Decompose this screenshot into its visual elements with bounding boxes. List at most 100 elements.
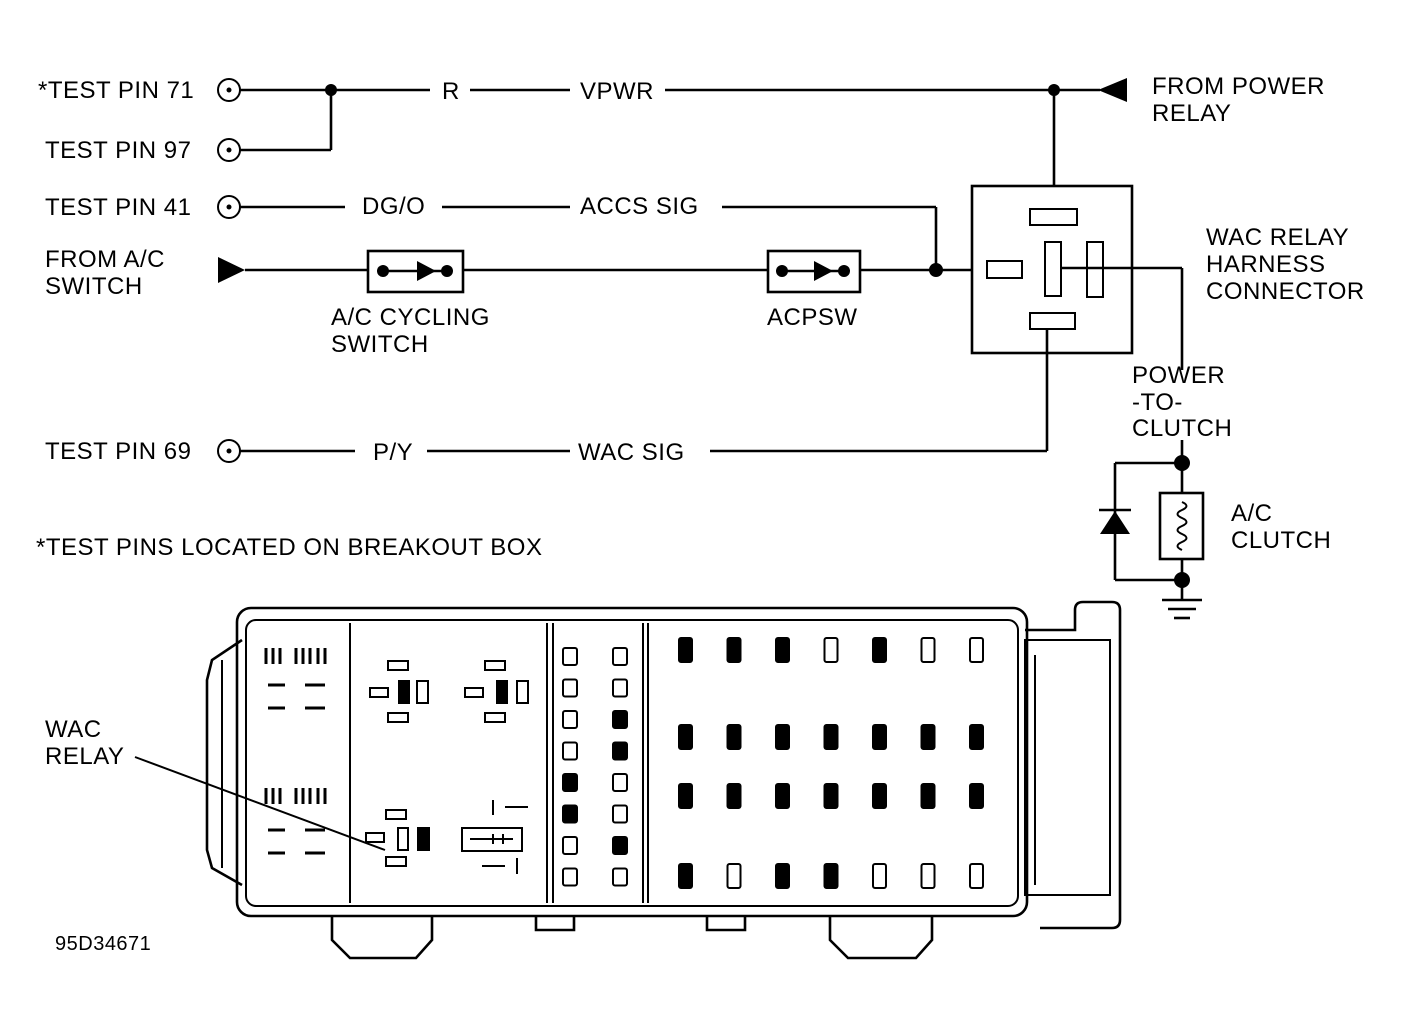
fuse-cavity [872,637,887,663]
ac-cycling-switch-label-1: A/C CYCLING [331,304,490,331]
wire-py-label: P/Y [373,439,413,466]
small-fuse-cavity [562,867,578,887]
fuse-cavity [775,863,790,889]
from-power-relay-arrow [1098,78,1127,102]
wac-relay-cavity [365,809,430,867]
small-fuse-cavity [612,867,628,887]
test-pin-41-label: TEST PIN 41 [45,194,191,221]
left-section-marks [264,648,327,855]
small-fuse-cavity [562,647,578,666]
relay-box [205,600,1122,960]
fuse-cavity [872,724,887,750]
small-fuse-cavity [562,741,578,761]
wac-relay-harness-label-1: WAC RELAY [1206,224,1349,251]
test-pin-69-label: TEST PIN 69 [45,438,191,465]
diode-icon [1100,511,1130,534]
small-fuse-cavity [562,804,578,824]
wac-relay-harness-label-2: HARNESS [1206,251,1326,278]
small-fuse-cavity [612,647,628,666]
small-fuse-cavity [612,678,628,698]
fuse-cavity [969,783,984,809]
small-fuse-cavity [562,710,578,729]
small-fuse-cavity [562,773,578,792]
figure-id: 95D34671 [55,933,151,955]
small-fuse-cavity [612,836,628,855]
from-ac-switch-label-1: FROM A/C [45,246,165,273]
acpsw-label: ACPSW [767,304,858,331]
ac-clutch-label-1: A/C [1231,500,1273,527]
small-fuse-cavity [562,836,578,855]
wac-relay-harness-connector [970,184,1134,355]
ac-switch-circuit [218,257,987,283]
accs-sig-circuit [240,205,938,270]
wire-vpwr-label: VPWR [580,78,654,105]
wac-relay-label-2: RELAY [45,743,124,770]
from-ac-switch-arrow [218,257,245,283]
fuse-cavity [920,863,936,889]
vpwr-circuit [240,78,1127,186]
test-pin-71-symbol [217,78,241,102]
power-to-clutch-label-1: POWER [1132,362,1225,389]
fuse-cavity [823,637,839,663]
from-power-relay-label-2: RELAY [1152,100,1231,127]
test-pin-41-symbol [217,195,241,219]
fuse-cavity [775,783,790,809]
fuse-cavity [969,637,984,663]
fuse-cavity [678,724,693,750]
wac-relay-leader-line [134,756,386,851]
ac-cycling-switch [366,249,465,294]
fuse-cavity [678,637,693,663]
fuse-cavity [920,637,936,663]
fuse-cavity [920,783,936,809]
test-pin-97-label: TEST PIN 97 [45,137,191,164]
ac-clutch-label-2: CLUTCH [1231,527,1331,554]
power-to-clutch-label-2: -TO- [1132,389,1183,416]
fuse-grid [678,637,984,889]
ac-clutch-circuit [1099,455,1205,620]
fuse-cavity [775,637,790,663]
small-fuse-cavity [612,804,628,824]
breakout-box-note: *TEST PINS LOCATED ON BREAKOUT BOX [36,534,542,561]
fuse-cavity [872,783,887,809]
relay-cavity-2 [464,660,529,723]
fuse-cavity [678,863,693,889]
wac-sig-circuit [240,329,1049,453]
wire-dgo-label: DG/O [362,193,425,220]
fuse-cavity [726,783,742,809]
fuse-cavity [726,724,742,750]
wac-relay-label-1: WAC [45,716,102,743]
fuse-cavity [823,783,839,809]
test-pin-71-label: *TEST PIN 71 [38,77,194,104]
ac-cycling-switch-label-2: SWITCH [331,331,429,358]
wac-relay-harness-label-3: CONNECTOR [1206,278,1365,305]
fuse-cavity [678,783,693,809]
acpsw-switch [766,249,862,294]
fuse-cavity [726,863,742,889]
from-power-relay-label-1: FROM POWER [1152,73,1325,100]
test-pin-97-symbol [217,138,241,162]
wire-r-label: R [442,78,460,105]
from-ac-switch-label-2: SWITCH [45,273,143,300]
relay-cavity-1 [369,660,429,723]
small-fuse-cavity [612,710,628,729]
junction-dot [325,84,337,96]
small-fuse-columns [562,647,628,887]
fuse-cavity [726,637,742,663]
fuse-cavity [775,724,790,750]
wire-accs-sig-label: ACCS SIG [580,193,699,220]
wire-wac-sig-label: WAC SIG [578,439,685,466]
fuse-cavity [823,724,839,750]
fuse-cavity [969,724,984,750]
test-pin-69-symbol [217,439,241,463]
small-fuse-cavity [562,678,578,698]
power-to-clutch-label-3: CLUTCH [1132,415,1232,442]
fuse-cavity [969,863,984,889]
small-fuse-cavity [612,741,628,761]
coil-icon [1176,501,1188,551]
fuse-cavity [823,863,839,889]
fuse-cavity [920,724,936,750]
junction-dot [929,263,943,277]
fuse-cavity [872,863,887,889]
